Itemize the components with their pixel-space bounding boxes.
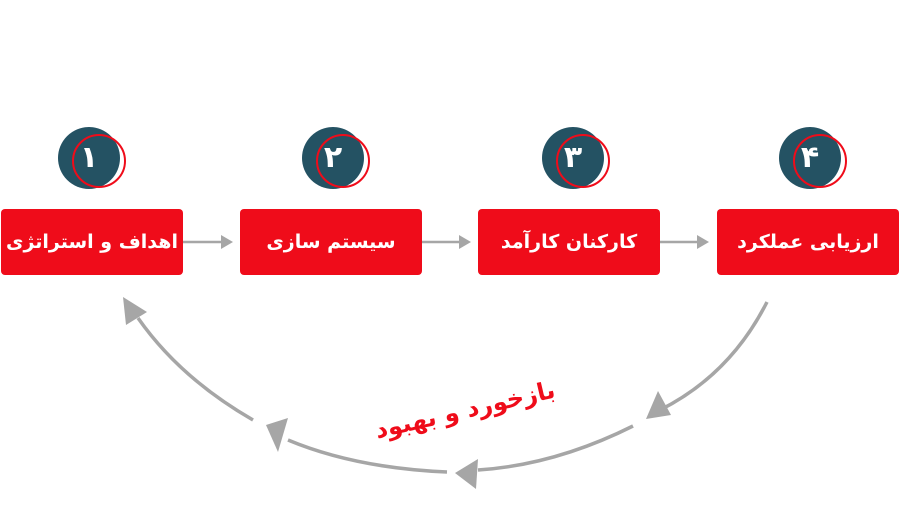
step-4-number: ۴ <box>800 140 820 175</box>
step-3-number-ring <box>556 134 610 188</box>
step-1-number-ring <box>72 134 126 188</box>
step-1-number-badge: ۱ <box>58 127 126 189</box>
step-3-label: کارکنان کارآمد <box>500 231 638 253</box>
step-2-number-badge: ۲ <box>302 127 370 189</box>
step-1-label: اهداف و استراتژی <box>6 231 178 253</box>
feedback-arc-segment-lower-left <box>266 418 448 474</box>
step-3-number-badge: ۳ <box>542 127 610 189</box>
step-2-box: سیستم سازی <box>240 209 422 275</box>
step-2-number-ring <box>316 134 370 188</box>
step-4-box: ارزیابی عملکرد <box>717 209 899 275</box>
step-3-number: ۳ <box>563 140 583 175</box>
step-1-box: اهداف و استراتژی <box>1 209 183 275</box>
step-3-box: کارکنان کارآمد <box>478 209 660 275</box>
connector-arrow-2-3 <box>422 235 471 249</box>
feedback-arc-segment-right <box>646 301 769 419</box>
step-4-label: ارزیابی عملکرد <box>737 231 879 253</box>
step-1-number: ۱ <box>79 140 99 175</box>
connector-arrow-3-4 <box>660 235 709 249</box>
connector-arrow-1-2 <box>183 235 233 249</box>
step-4-number-ring <box>793 134 847 188</box>
step-2-number: ۲ <box>323 140 343 175</box>
feedback-arc-segment-middle <box>455 424 634 489</box>
feedback-arc-segment-upper-left <box>123 297 254 422</box>
step-2-label: سیستم سازی <box>266 231 396 253</box>
step-4-number-badge: ۴ <box>779 127 847 189</box>
